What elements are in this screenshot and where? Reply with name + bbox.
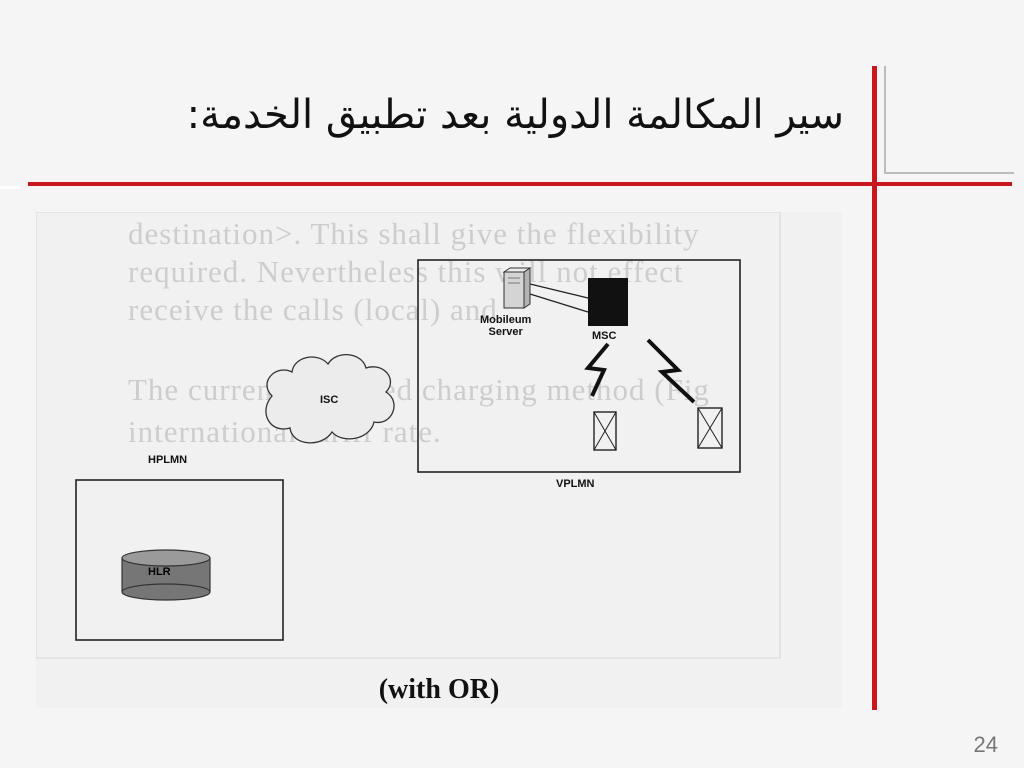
vplmn-box: [417, 259, 741, 473]
msc-label: MSC: [592, 330, 617, 342]
hplmn-box: [75, 479, 284, 641]
hlr-label: HLR: [148, 566, 171, 578]
link-line: [529, 293, 589, 313]
hplmn-label: HPLMN: [148, 454, 188, 466]
page-number: 24: [973, 732, 998, 757]
slide-title: سير المكالمة الدولية بعد تطبيق الخدمة:: [186, 92, 844, 138]
server-icon: [502, 267, 532, 309]
scan-frame: [36, 212, 781, 659]
title-underline: [0, 182, 1012, 189]
link-line: [529, 283, 589, 299]
mobileum-server-label-line1: Mobileum: [480, 314, 532, 326]
network-diagram: [36, 212, 781, 659]
antenna-icon: [697, 407, 723, 449]
vertical-gray-rule: [884, 66, 886, 174]
ghost-text-line: destination>. This shall give the flexib…: [128, 216, 700, 251]
figure-caption: (with OR): [378, 674, 500, 705]
antenna-icon: [593, 411, 617, 451]
scanned-figure: destination>. This shall give the flexib…: [36, 212, 842, 708]
lightning-icon: [584, 342, 610, 397]
horizontal-gray-rule: [884, 172, 1014, 174]
database-cylinder-icon: [121, 549, 211, 601]
cloud-icon: [265, 354, 395, 444]
mobileum-server-label-line2: Server: [488, 326, 523, 338]
vertical-red-rule: [872, 66, 877, 710]
vplmn-label: VPLMN: [556, 478, 595, 490]
msc-block-icon: [588, 278, 628, 326]
isc-label: ISC: [320, 394, 339, 406]
mobileum-server-label: Mobileum Server: [480, 314, 531, 338]
lightning-icon: [646, 338, 696, 404]
ghost-text-line: receive the calls (local) and: [128, 292, 498, 327]
